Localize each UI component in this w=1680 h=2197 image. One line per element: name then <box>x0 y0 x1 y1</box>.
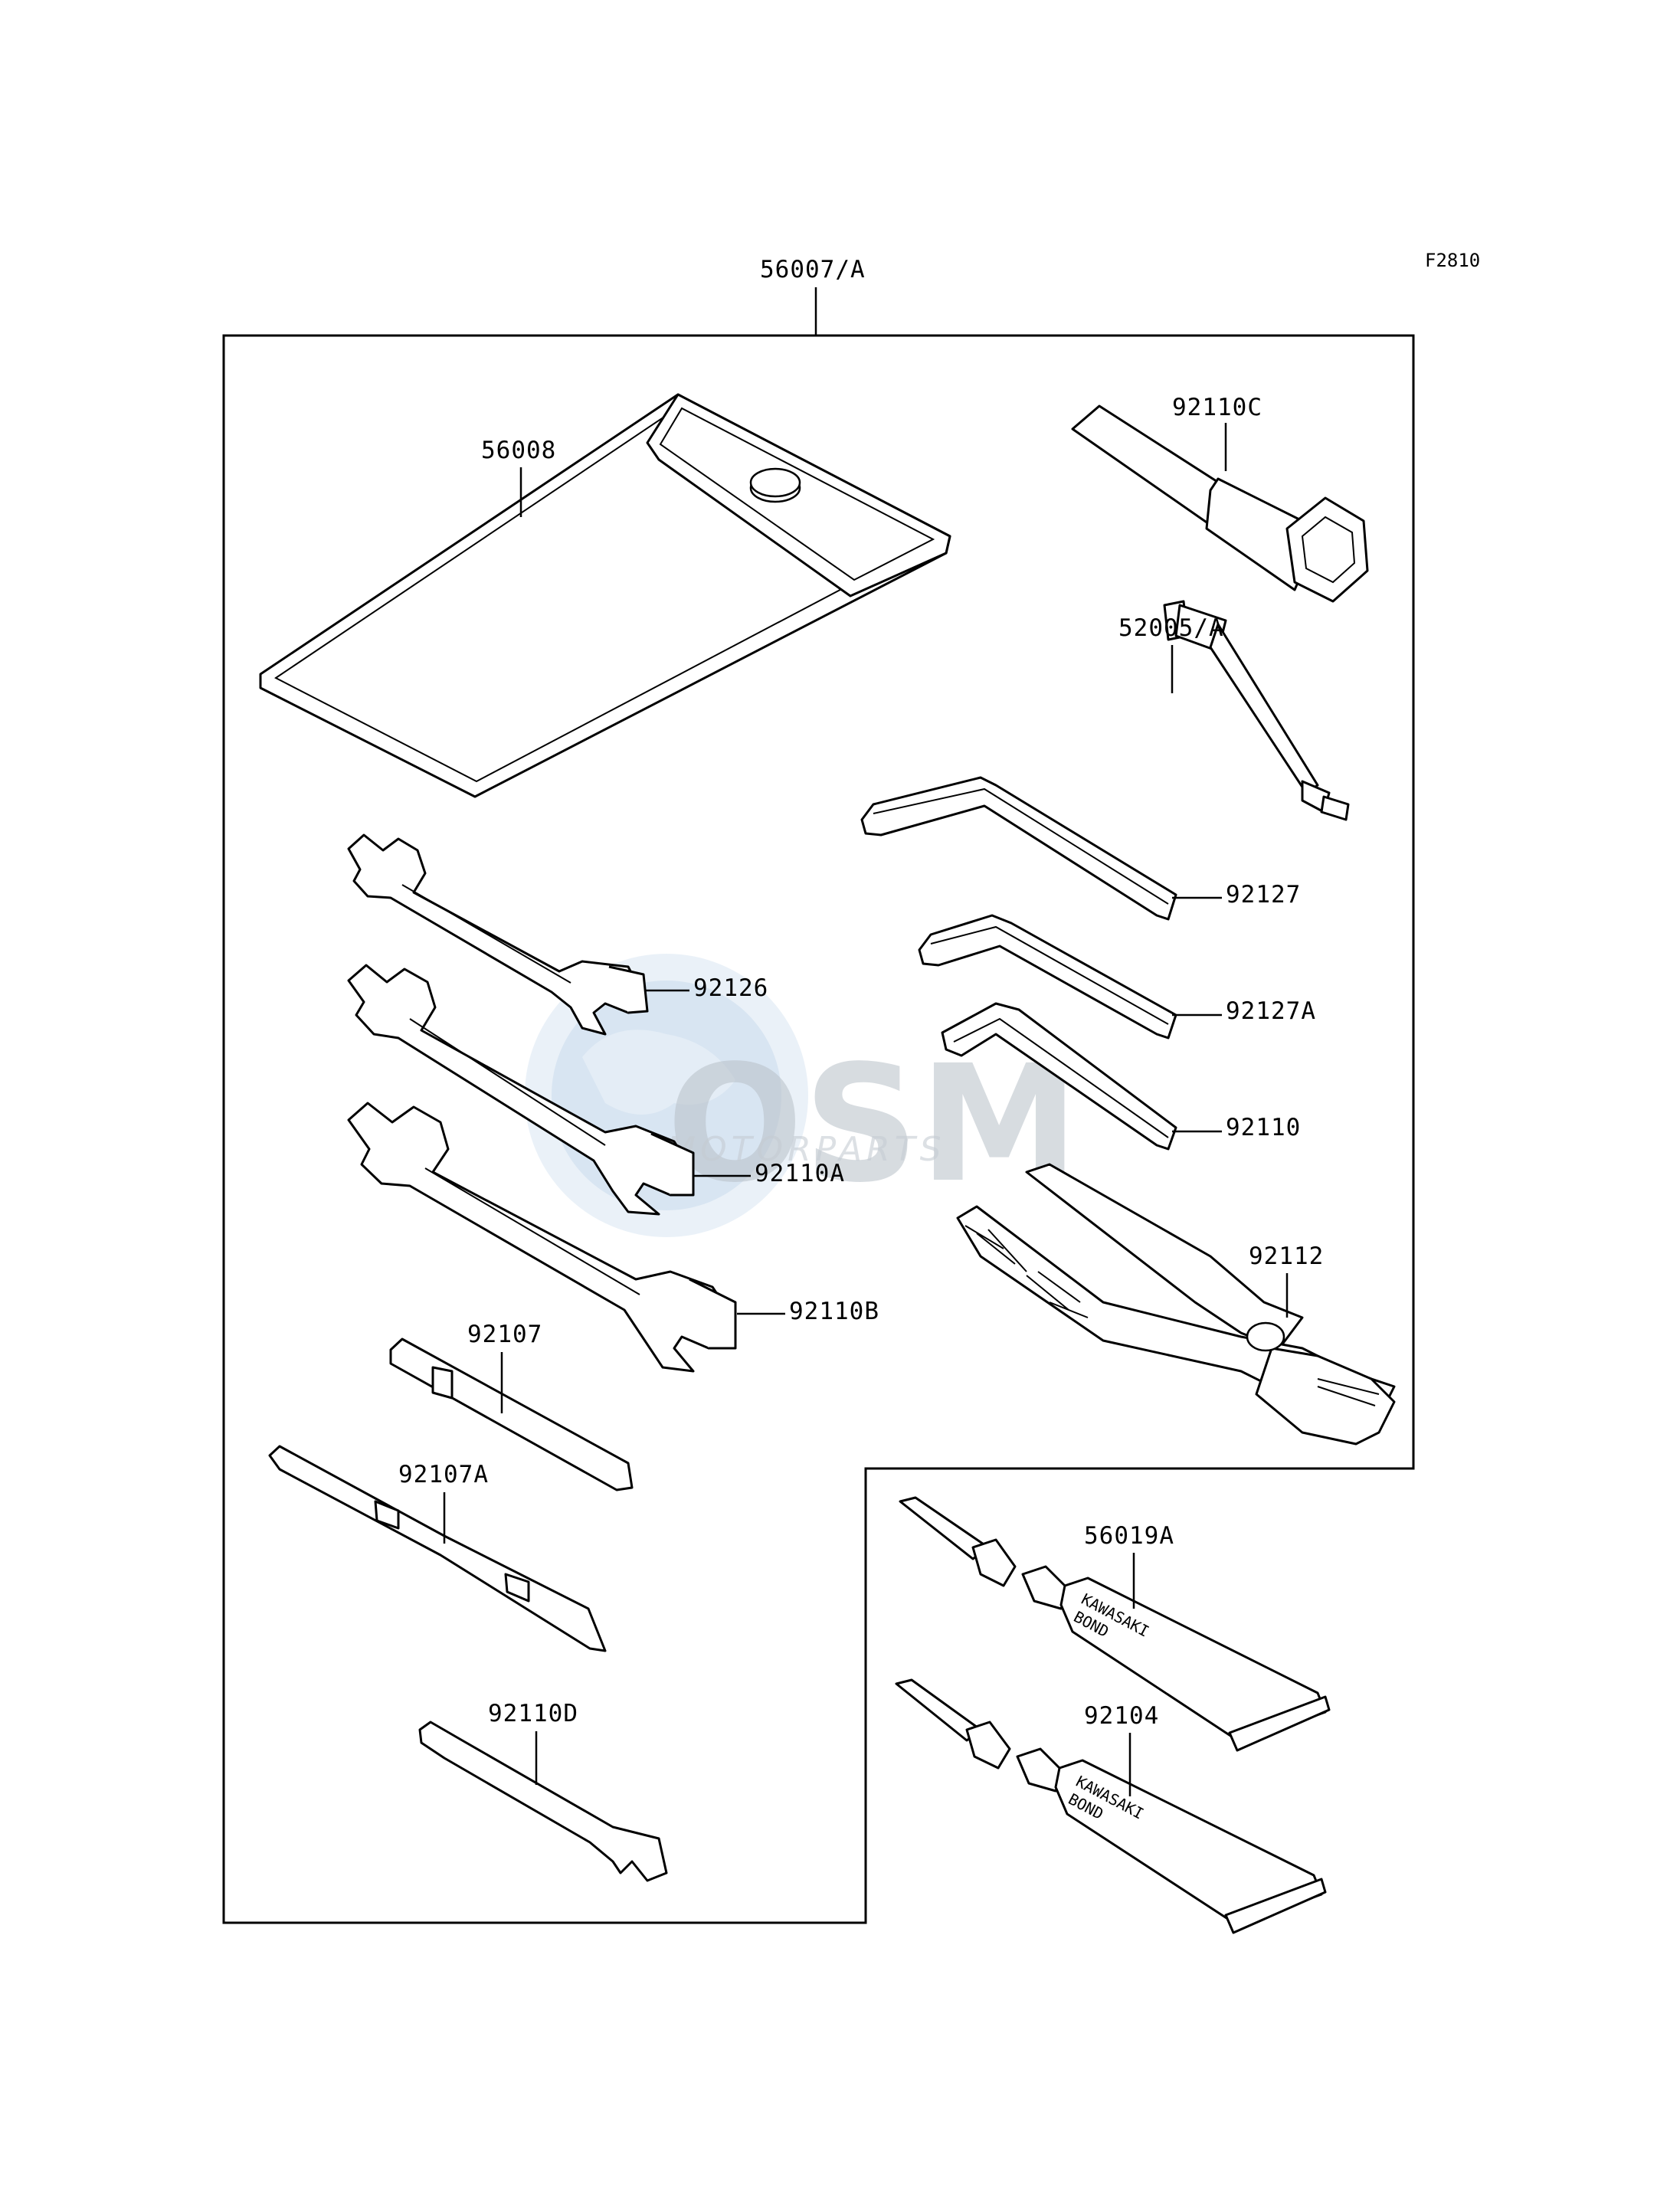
pliers[interactable] <box>956 1163 1396 1446</box>
figure-code: F2810 <box>1425 250 1480 271</box>
plug-wrench[interactable] <box>1071 404 1369 603</box>
label-92127[interactable]: 92127 <box>1226 881 1301 909</box>
wrench-92110B[interactable] <box>347 1102 737 1373</box>
label-92112[interactable]: 92112 <box>1249 1243 1324 1270</box>
wrench-92110A[interactable] <box>347 964 695 1216</box>
label-56007A[interactable]: 56007/A <box>760 256 866 283</box>
hex-key-92127[interactable] <box>860 776 1177 921</box>
kit-boundary <box>222 334 1415 1924</box>
tool-pouch[interactable] <box>259 393 951 798</box>
label-56008[interactable]: 56008 <box>481 437 556 464</box>
watermark-sub: MOTORPARTS <box>666 1130 946 1169</box>
label-92126[interactable]: 92126 <box>693 974 768 1002</box>
watermark-brand: OSM <box>666 1030 1079 1218</box>
label-92110C[interactable]: 92110C <box>1172 394 1262 421</box>
screwdriver-bit-92107[interactable] <box>389 1338 634 1491</box>
label-92110[interactable]: 92110 <box>1226 1114 1301 1141</box>
screwdriver-bar[interactable] <box>1163 600 1350 821</box>
label-92110A[interactable]: 92110A <box>755 1160 845 1187</box>
hex-key-92110[interactable] <box>941 1002 1177 1151</box>
label-52005A[interactable]: 52005/A <box>1118 614 1224 642</box>
bond-tube-92104[interactable]: KAWASAKI BOND <box>895 1678 1327 1934</box>
label-92127A[interactable]: 92127A <box>1226 997 1316 1025</box>
label-92110B[interactable]: 92110B <box>789 1298 879 1325</box>
label-92104[interactable]: 92104 <box>1084 1702 1159 1730</box>
bond-tube-56019A[interactable]: KAWASAKI BOND <box>899 1496 1331 1752</box>
label-92110D[interactable]: 92110D <box>488 1700 578 1727</box>
label-56019A[interactable]: 56019A <box>1084 1522 1174 1550</box>
spoke-wrench[interactable] <box>418 1721 668 1882</box>
wrench-92126[interactable] <box>347 833 649 1036</box>
screwdriver-bit-92107A[interactable] <box>268 1445 607 1652</box>
label-92107[interactable]: 92107 <box>467 1321 542 1348</box>
label-92107A[interactable]: 92107A <box>398 1461 489 1488</box>
hex-key-92127A[interactable] <box>918 914 1177 1040</box>
watermark: OSM MOTORPARTS <box>525 954 1079 1237</box>
